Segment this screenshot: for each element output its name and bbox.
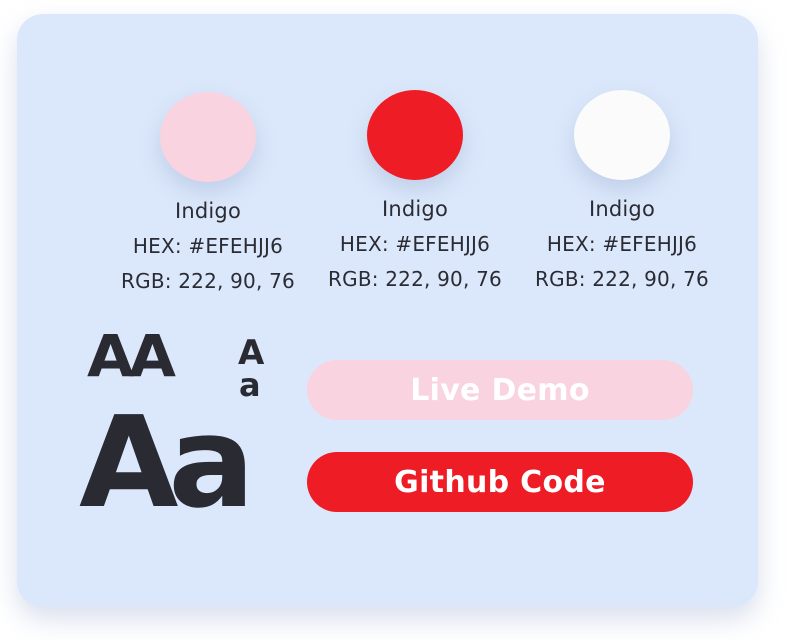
color-name: Indigo bbox=[381, 197, 449, 221]
typography-caps-sample: AA bbox=[87, 322, 176, 390]
color-hex: HEX: #EFEHJJ6 bbox=[339, 232, 491, 256]
color-name: Indigo bbox=[174, 199, 242, 223]
color-rgb: RGB: 222, 90, 76 bbox=[121, 269, 295, 293]
color-rgb: RGB: 222, 90, 76 bbox=[328, 267, 502, 291]
color-swatch: Indigo HEX: #EFEHJJ6 RGB: 222, 90, 76 bbox=[502, 90, 742, 297]
color-name: Indigo bbox=[588, 197, 656, 221]
style-guide-card: Indigo HEX: #EFEHJJ6 RGB: 222, 90, 76 In… bbox=[17, 14, 758, 607]
color-hex: HEX: #EFEHJJ6 bbox=[546, 232, 698, 256]
color-rgb: RGB: 222, 90, 76 bbox=[535, 267, 709, 291]
live-demo-button[interactable]: Live Demo bbox=[307, 360, 693, 420]
typography-small-lower-sample: a bbox=[239, 366, 261, 404]
color-dot bbox=[367, 90, 463, 180]
color-dot bbox=[160, 92, 256, 182]
color-swatch: Indigo HEX: #EFEHJJ6 RGB: 222, 90, 76 bbox=[88, 92, 328, 299]
color-swatch: Indigo HEX: #EFEHJJ6 RGB: 222, 90, 76 bbox=[295, 90, 535, 297]
typography-large-sample: Aa bbox=[79, 389, 255, 536]
typography-small-cap-sample: A bbox=[238, 333, 265, 373]
color-dot bbox=[574, 90, 670, 180]
color-hex: HEX: #EFEHJJ6 bbox=[132, 234, 284, 258]
github-code-button[interactable]: Github Code bbox=[307, 452, 693, 512]
